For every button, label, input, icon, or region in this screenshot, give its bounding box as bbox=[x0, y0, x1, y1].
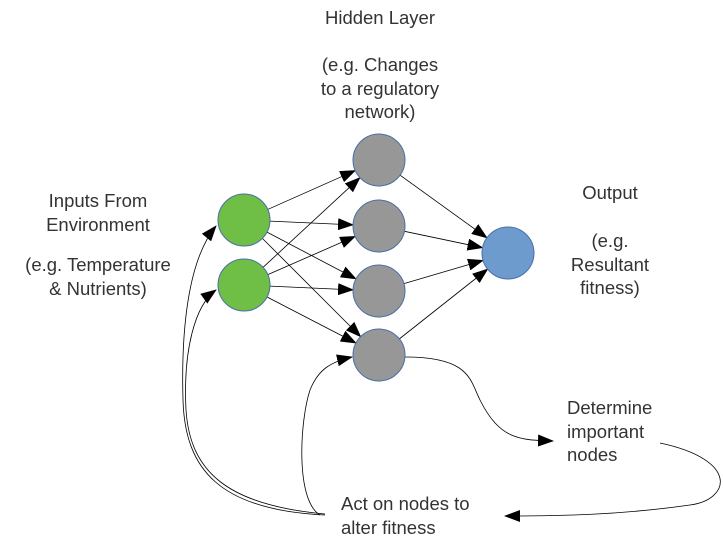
edge-hidden3-to-output bbox=[403, 258, 485, 285]
edge-act-to-input1 bbox=[182, 225, 326, 516]
nodes-group bbox=[217, 133, 535, 382]
feedback-edges-group bbox=[182, 225, 721, 522]
hidden-node-2 bbox=[352, 199, 406, 253]
edge-input1-to-hidden4 bbox=[262, 238, 362, 338]
hidden-node-3 bbox=[352, 264, 406, 318]
edge-input2-to-hidden1 bbox=[262, 176, 361, 268]
edges-group bbox=[262, 170, 489, 344]
edge-hidden1-to-output bbox=[399, 174, 488, 239]
edge-input1-to-hidden1 bbox=[267, 170, 357, 210]
edge-input2-to-hidden3 bbox=[269, 283, 355, 296]
edge-determine-to-act bbox=[504, 442, 721, 522]
edge-input2-to-hidden4 bbox=[266, 296, 357, 344]
hidden-layer-example: (e.g. Changes to a regulatory network) bbox=[320, 54, 440, 122]
input-node-1 bbox=[217, 193, 271, 247]
edge-act-to-input2 bbox=[185, 289, 326, 515]
hidden-layer-title: Hidden Layer bbox=[324, 7, 436, 28]
inputs-title: Inputs From Environment bbox=[46, 190, 150, 235]
edge-hidden2-to-output bbox=[404, 230, 484, 251]
output-title: Output bbox=[582, 182, 638, 203]
inputs-example: (e.g. Temperature & Nutrients) bbox=[25, 254, 171, 299]
edge-hidden4-to-output bbox=[399, 268, 489, 340]
hidden-node-1 bbox=[352, 133, 406, 187]
hidden-node-4 bbox=[352, 328, 406, 382]
input-node-2 bbox=[217, 258, 271, 312]
edge-input2-to-hidden2 bbox=[267, 236, 357, 275]
edge-hidden4-to-determine bbox=[404, 356, 554, 447]
edge-act-to-hidden4 bbox=[301, 354, 353, 516]
output-example: (e.g. Resultant fitness) bbox=[570, 230, 650, 298]
act-on-nodes: Act on nodes to alter fitness bbox=[341, 493, 470, 538]
determine-important-nodes: Determine important nodes bbox=[567, 397, 653, 465]
output-node bbox=[481, 226, 535, 280]
